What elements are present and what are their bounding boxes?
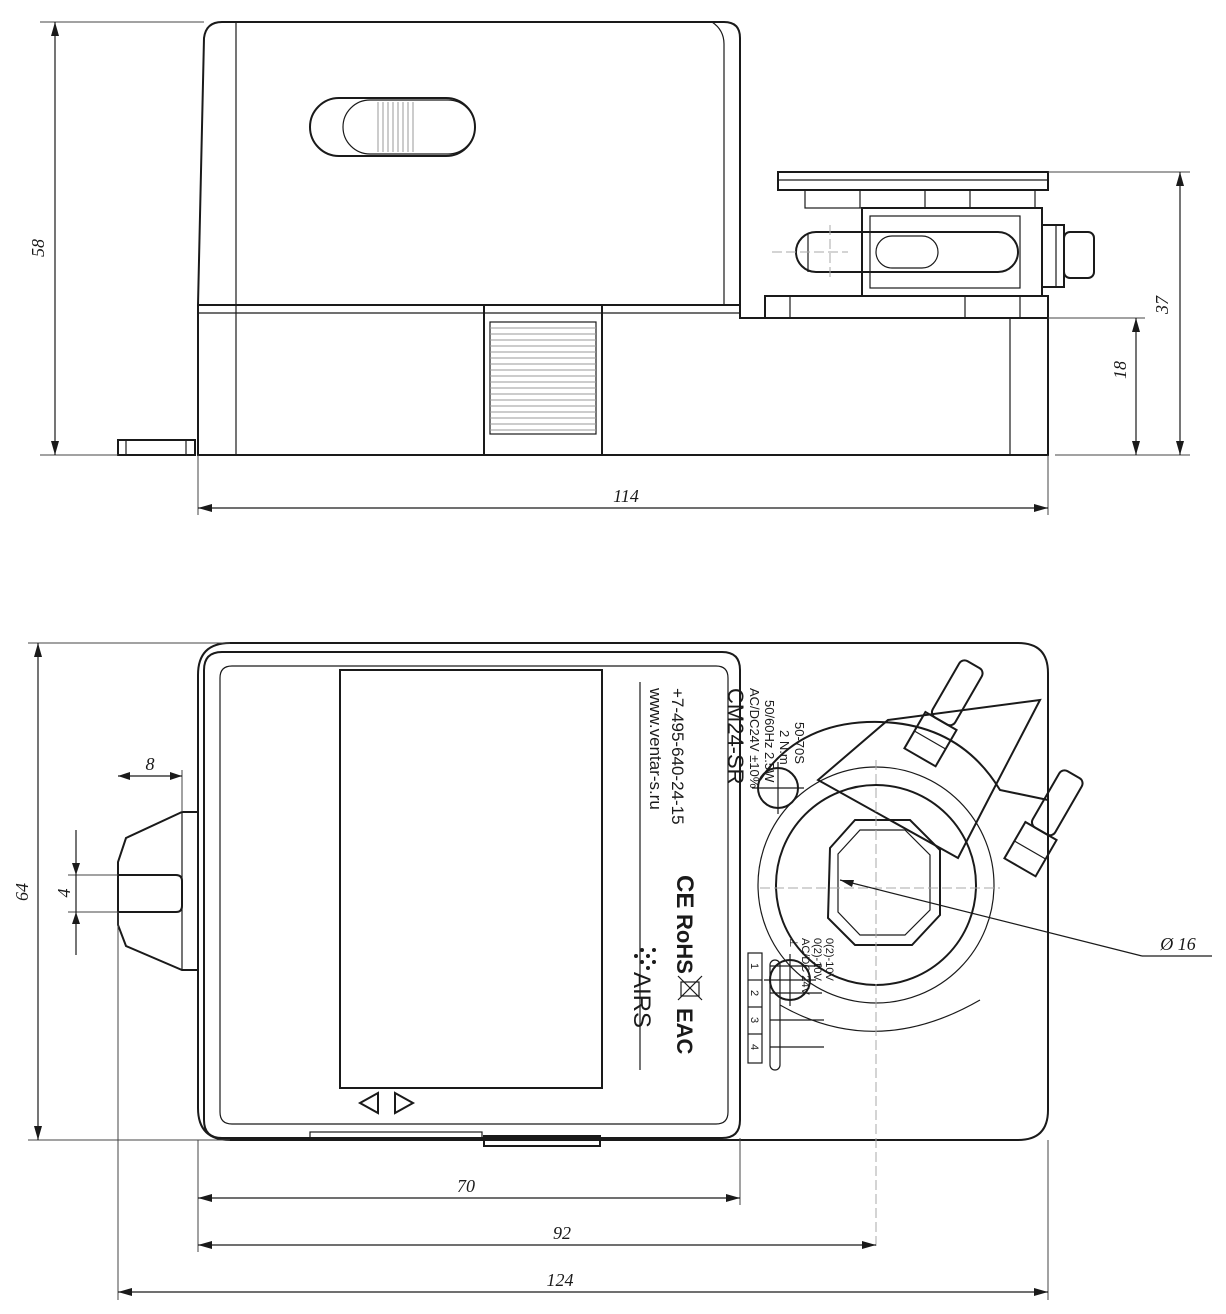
dim-height-shaft-label: 37 [1152,295,1172,315]
label-website: www.ventar-s.ru [646,687,665,810]
label-phone: +7-495-640-24-15 [668,688,687,825]
terminal-4: 4 [748,1044,760,1050]
side-upper-housing [196,21,741,306]
dim-height-total-label: 58 [28,239,48,257]
clamp-bolt-upper [903,659,984,768]
product-label-text: www.ventar-s.ru +7-495-640-24-15 CM24-SR… [628,682,835,1071]
dim-depth-total: 64 [12,642,230,1141]
dim-height-base-label: 18 [1110,361,1130,379]
side-shaft-clamp [764,171,1095,319]
wiring-line-3: 0(2)-10V [811,938,823,981]
label-spec-voltage: AC/DC24V ±10% [747,688,762,789]
direction-cw-icon [394,1091,416,1115]
dim-height-base: 18 [1048,317,1145,455]
side-view: 58 114 37 18 [28,21,1190,515]
dim-slot-width: 4 [54,830,118,955]
top-shaft-adapter [752,659,1084,1250]
dim-width-total-side-label: 114 [613,486,639,506]
dim-width-total-side: 114 [197,455,1049,515]
dim-width-body: 70 [197,1138,741,1205]
label-cert-rohs: RoHS [672,914,697,974]
wiring-diagram: 1 2 3 4 ⊥ AC/DC 24V 0(2)-10V 0(2)-10V [747,938,835,1071]
dim-slot-width-label: 4 [54,889,74,898]
terminal-3: 3 [748,1017,760,1023]
weee-bin-icon [677,975,703,1001]
top-mounting-tab [117,811,198,971]
top-mounting-slot [118,874,183,913]
label-spec-time: 50-70S [792,722,807,764]
dim-width-axis: 92 [197,1205,876,1252]
manual-release-slider [309,97,476,157]
label-cert-eac: EAC [672,1008,697,1055]
shaft-hex [826,819,941,946]
label-brand: AIRS [628,972,655,1028]
product-label [339,669,603,1089]
dim-shaft-diameter: Ø 16 [839,879,1212,957]
clamp-bolt-lower [1003,769,1084,878]
side-gear-strip [483,304,603,456]
dim-height-total: 58 [28,21,204,456]
dim-height-shaft: 37 [1048,171,1190,456]
wiring-line-1: ⊥ [787,938,799,948]
side-lower-base [197,304,1049,456]
dim-width-total-top-label: 124 [547,1270,574,1290]
dim-tab-width-label: 8 [146,754,155,774]
terminal-1: 1 [748,963,760,969]
dim-shaft-diameter-label: Ø 16 [1159,934,1196,954]
label-model: CM24-SR [723,688,748,785]
dim-width-total-top: 1 2 4 [117,912,1049,1300]
top-base-outline [197,642,1049,1141]
side-mounting-tab [117,439,196,456]
direction-ccw-icon [357,1091,379,1115]
brand-logo-icon [634,948,656,970]
label-cert-ce: CE [671,875,698,908]
top-view: www.ventar-s.ru +7-495-640-24-15 CM24-SR… [12,642,1212,1300]
dim-tab-width: 8 [118,754,183,812]
dim-depth-total-label: 64 [12,883,32,901]
dim-width-axis-label: 92 [553,1223,571,1243]
terminal-2: 2 [748,990,760,996]
dim-width-body-label: 70 [457,1176,475,1196]
top-housing [203,651,741,1139]
